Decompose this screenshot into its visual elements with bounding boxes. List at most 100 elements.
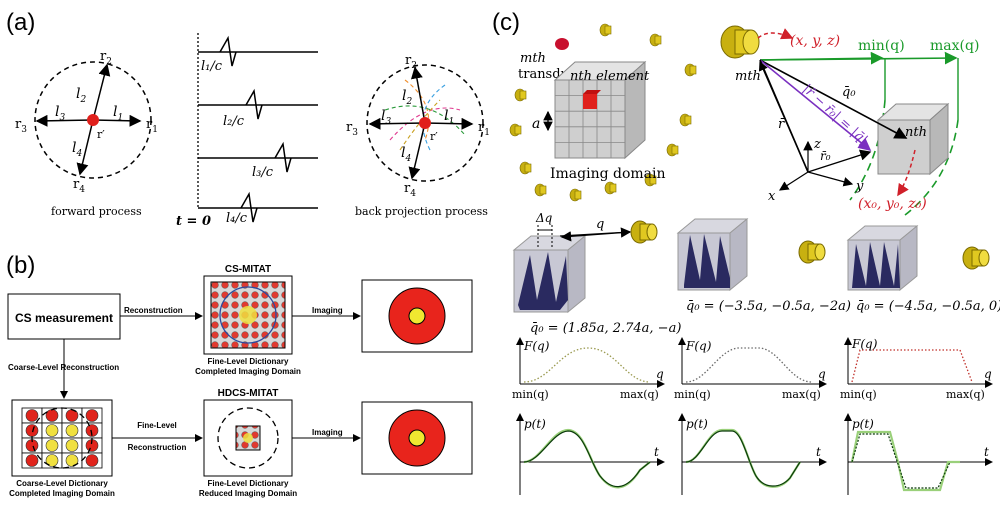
r3-label: r3	[15, 117, 27, 135]
bp-r3-label: r3	[346, 120, 358, 138]
r4-label: r4	[73, 177, 85, 195]
transducer-ring	[509, 23, 697, 202]
bp-l3-label: l3	[381, 108, 391, 127]
pt-3-xlabel: t	[984, 445, 989, 459]
panel-b: (b) CS measurement Reconstruction CS-MIT…	[6, 252, 473, 498]
signal-2-delay: l₂/c	[223, 114, 245, 129]
pt-plot-3: p(t) t	[844, 413, 993, 495]
element-size-a-label: a	[532, 116, 540, 132]
l1-label: l1	[113, 104, 123, 123]
scenario-3-transducer-icon	[962, 246, 990, 270]
nth-element-label: nth element	[570, 69, 650, 84]
imaging-arrow-label-2: Imaging	[312, 428, 343, 437]
coarse-level-caption-2: Completed Imaging Domain	[9, 489, 115, 498]
scenario-2-q0: q̄₀ = (−3.5a, −0.5a, −2a)	[686, 299, 851, 314]
fq-3-ylabel: F(q)	[851, 337, 878, 351]
hdcs-caption-2: Reduced Imaging Domain	[199, 489, 297, 498]
mth-transducer-marker	[555, 38, 569, 50]
bp-r2-label: r2	[405, 53, 417, 71]
fq-plot-3: F(q) min(q) max(q) q	[840, 337, 993, 401]
panel-a: (a) r2 r1 r3 r4 l2 l1 l3 l4 r′ forward p…	[6, 9, 490, 229]
pt-plots: p(t) t p(t) t p(t) t	[516, 413, 993, 495]
fq-3-max: max(q)	[946, 388, 985, 401]
q-distance-label: q	[596, 217, 604, 232]
scenario-1-q0: q̄₀ = (1.85a, 2.74a, −a)	[530, 321, 681, 336]
signal-4-delay: l₄/c	[226, 211, 248, 226]
bp-r4-label: r4	[404, 181, 416, 199]
delta-q-label: Δq	[535, 211, 553, 225]
cs-mitat-title: CS-MITAT	[225, 264, 271, 275]
t-zero-label: t = 0	[176, 214, 211, 229]
imaging-arrow-label-1: Imaging	[312, 306, 343, 315]
fq-2-max: max(q)	[782, 388, 821, 401]
bp-l4-label: l4	[401, 145, 411, 164]
l2-label: l2	[76, 86, 86, 105]
y-axis-label: y	[855, 179, 864, 194]
fq-plot-2: F(q) min(q) max(q) q	[674, 337, 827, 401]
mth-transducer-icon	[720, 25, 760, 59]
mth-transducer-label-1: mth	[520, 51, 546, 66]
back-projection-diagram: r2 r1 r3 r4 l2 l1 l3 l4 r′ back projecti…	[346, 53, 490, 218]
cs-mitat-caption-2: Completed Imaging Domain	[195, 367, 301, 376]
back-projection-caption: back projection process	[355, 205, 488, 218]
fq-plots: F(q) min(q) max(q) q F(q) min(q) max(q) …	[512, 337, 993, 401]
r-vector-label: r̄	[778, 117, 786, 132]
transducer-position-label: (x, y, z)	[790, 33, 840, 49]
panel-b-label: (b)	[6, 252, 35, 279]
l4-label: l4	[72, 140, 82, 159]
cs-measurement-label: CS measurement	[15, 311, 113, 325]
scenario-2-transducer-icon	[798, 240, 826, 264]
x-axis-label: x	[768, 189, 776, 204]
imaging-domain-cube	[553, 60, 647, 160]
fq-2-xlabel: q	[818, 367, 826, 381]
fq-2-min: min(q)	[674, 388, 711, 401]
cs-mitat-caption-1: Fine-Level Dictionary	[208, 357, 289, 366]
pt-plot-1: p(t) t	[516, 413, 665, 495]
scenario-1-transducer-icon	[630, 220, 658, 244]
coarse-level-dictionary-grid	[21, 407, 103, 469]
r2-label: r2	[100, 49, 112, 67]
coarse-level-caption-1: Coarse-Level Dictionary	[16, 479, 108, 488]
geometry-diagram: mth (x, y, z) min(q) max(q) nth q̄₀ |r̄ …	[720, 25, 979, 216]
r1-label: r1	[146, 117, 158, 135]
signal-3-delay: l₃/c	[252, 165, 274, 180]
mth-label: mth	[735, 69, 761, 84]
forward-caption: forward process	[51, 205, 142, 218]
pt-1-xlabel: t	[654, 445, 659, 459]
pt-2-ylabel: p(t)	[686, 417, 708, 431]
scenario-1: Δq q q̄₀ = (1.85a, 2.74a, −a)	[512, 211, 681, 336]
fq-2-ylabel: F(q)	[685, 339, 712, 353]
fine-level-label: Fine-Level	[137, 421, 177, 430]
l3-label: l3	[55, 104, 65, 123]
fq-1-ylabel: F(q)	[523, 339, 550, 353]
pt-1-ylabel: p(t)	[524, 417, 546, 431]
forward-process-diagram: r2 r1 r3 r4 l2 l1 l3 l4 r′ forward proce…	[15, 49, 158, 218]
coarse-level-reconstruction-label: Coarse-Level Reconstruction	[8, 363, 119, 372]
hdcs-mitat-title: HDCS-MITAT	[218, 388, 279, 399]
bp-l2-label: l2	[402, 88, 412, 107]
r0-vector-label: r̄₀	[820, 149, 831, 163]
bp-r-prime-label: r′	[430, 130, 438, 143]
z-axis-label: z	[813, 137, 821, 152]
min-q-label: min(q)	[858, 38, 905, 54]
hdcs-caption-1: Fine-Level Dictionary	[208, 479, 289, 488]
fine-level-reconstruction-label: Reconstruction	[128, 443, 187, 452]
bp-l1-label: l1	[444, 108, 454, 127]
r-prime-label: r′	[97, 128, 105, 141]
time-signals: l₁/c l₂/c l₃/c l₄/c t = 0	[176, 33, 318, 229]
fq-plot-1: F(q) min(q) max(q) q	[512, 337, 665, 401]
fq-1-min: min(q)	[512, 388, 549, 401]
pt-plot-2: p(t) t	[678, 413, 827, 495]
max-q-label: max(q)	[930, 38, 979, 54]
bp-r1-label: r1	[478, 120, 490, 138]
pt-2-xlabel: t	[816, 445, 821, 459]
panel-a-label: (a)	[6, 9, 35, 36]
distance-equation-label: |r̄ − r̄₀| = |q̄|	[799, 82, 870, 148]
pt-3-ylabel: p(t)	[852, 417, 874, 431]
q0-vector-label: q̄₀	[842, 85, 856, 100]
reconstruction-arrow-label: Reconstruction	[124, 306, 183, 315]
fq-3-min: min(q)	[840, 388, 877, 401]
element-position-label: (x₀, y₀, z₀)	[858, 196, 927, 212]
